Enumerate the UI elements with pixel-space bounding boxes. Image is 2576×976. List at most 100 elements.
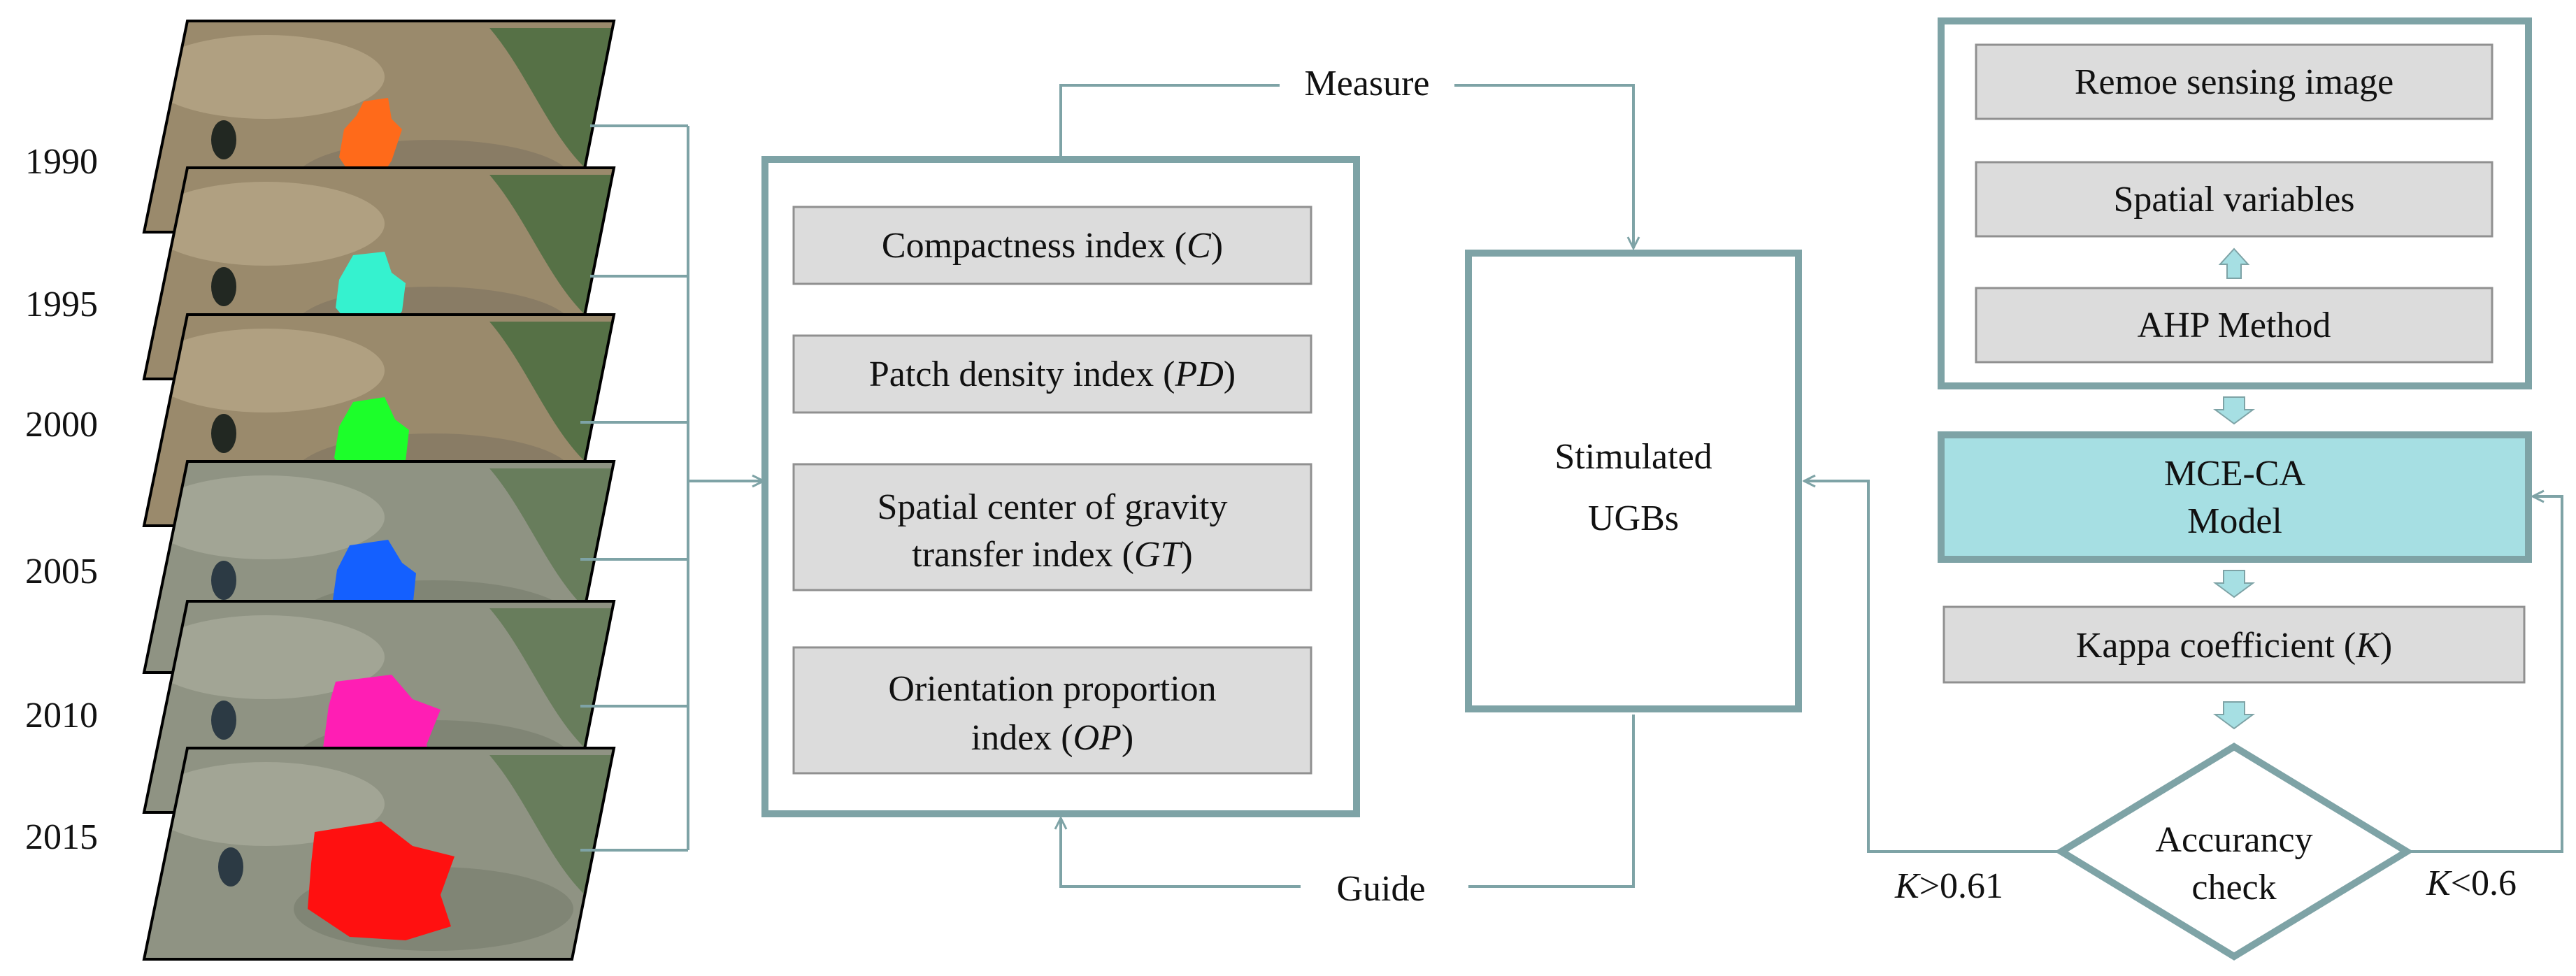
urban-patch-1990 [339,98,402,182]
terrain-patch [147,182,385,266]
compactness-index-label: Compactness index (C) [882,226,1223,266]
dark-pond [211,561,236,600]
accuracy-check-line1: Accurancy [2155,820,2312,860]
year-label-1995: 1995 [25,285,98,324]
vegetation-strip [489,175,614,329]
measure-label: Measure [1304,64,1429,103]
spatial-variables-label: Spatial variables [2113,180,2354,220]
gravity-transfer-index-tail: ) [1180,535,1192,575]
condition-pass-label: K>0.61 [1894,866,2003,906]
year-label-2000: 2000 [25,405,98,445]
down-arrow-icon [2212,570,2256,598]
terrain-patch [147,762,385,846]
dark-pond [218,847,243,887]
vegetation-strip [489,322,614,475]
remote-sensing-image-box [1975,43,2493,120]
stimulated-ugbs-line2: UGBs [1588,498,1679,538]
accuracy-check-line2: check [2191,868,2276,907]
satellite-image-2015 [142,747,616,961]
accuracy-check-diamond [2054,742,2414,961]
input-data-block: Remoe sensing image Spatial variables AH… [1938,17,2532,389]
remote-sensing-image-label: Remoe sensing image [2075,62,2393,102]
year-labels: 1990 1995 2000 2005 2010 2015 [25,142,98,857]
accuracy-check-block: Accurancy check [2054,742,2414,961]
orientation-proportion-index-line1: Orientation proportion [888,669,1216,709]
terrain-patch [147,35,385,119]
orientation-proportion-index-box [792,646,1312,775]
mce-ca-model-box [1938,431,2532,563]
gravity-transfer-index-var: GT [1134,535,1183,575]
patch-density-index-var: PD [1174,354,1223,394]
arrow-pass-to-ugbs [1804,481,2061,853]
indices-block: Compactness index (C) Patch density inde… [761,156,1360,817]
dark-pond [211,120,236,159]
year-label-2015: 2015 [25,817,98,857]
mce-ca-model-line1: MCE-CA [2164,454,2306,494]
dark-pond [211,701,236,740]
image-bracket-connector [580,124,764,852]
kappa-coefficient-block: Kappa coefficient (K) [1942,605,2526,684]
orientation-proportion-index-text: index ( [971,718,1073,758]
year-label-2005: 2005 [25,552,98,591]
orientation-proportion-index-var: OP [1073,718,1122,758]
measure-loop [1059,84,1633,248]
gravity-transfer-index-line2: transfer index (GT) [912,535,1192,575]
patch-density-index-text: Patch density index ( [869,354,1175,394]
orientation-proportion-index-line2: index (OP) [971,718,1134,758]
kappa-coefficient-var: K [2355,626,2382,666]
ahp-method-box [1975,287,2493,364]
year-label-1990: 1990 [25,142,98,182]
arrow-measure-to-ugbs [1454,84,1633,248]
arrow-fail-to-model [2407,496,2563,853]
orientation-proportion-index-tail: ) [1122,718,1133,758]
condition-fail-var: K [2426,863,2452,903]
stimulated-ugbs-line1: Stimulated [1554,437,1712,477]
mce-ca-model-block: MCE-CA Model [1938,431,2532,563]
compactness-index-box [792,206,1312,285]
condition-pass-var: K [1894,866,1921,906]
kappa-coefficient-box [1942,605,2526,684]
compactness-index-text: Compactness index ( [882,226,1187,266]
kappa-coefficient-tail: ) [2380,626,2392,666]
vegetation-strip [489,28,614,182]
down-arrow-icon [2212,396,2256,425]
satellite-image-stack [142,20,616,961]
condition-pass-text: >0.61 [1919,866,2003,906]
condition-fail-text: <0.6 [2451,863,2517,903]
vegetation-strip [489,608,614,762]
guide-label: Guide [1336,869,1425,909]
mce-ca-model-line2: Model [2187,501,2282,541]
up-arrow-icon [2218,247,2250,279]
urban-patch-2015 [308,821,455,940]
patch-density-index-tail: ) [1224,354,1236,394]
terrain-patch [147,475,385,559]
down-arrow-icon [2212,701,2256,730]
stimulated-ugbs-frame [1465,250,1802,712]
gravity-transfer-index-box [792,463,1312,591]
dark-pond [211,414,236,453]
compactness-index-tail: ) [1211,226,1223,266]
spatial-variables-box [1975,161,2493,238]
patch-density-index-box [792,334,1312,414]
kappa-coefficient-text: Kappa coefficient ( [2076,626,2356,666]
stimulated-ugbs-block: Stimulated UGBs [1465,250,1802,712]
feedback-connectors [1804,481,2563,853]
year-label-2010: 2010 [25,696,98,735]
gravity-transfer-index-line1: Spatial center of gravity [877,487,1227,527]
urban-patch-1995 [336,252,406,329]
dark-pond [211,267,236,306]
patch-density-index-label: Patch density index (PD) [869,354,1236,394]
vegetation-strip [489,468,614,622]
arrow-guide-to-indices [1061,818,1301,888]
condition-fail-label: K<0.6 [2426,863,2517,903]
terrain-patch [147,615,385,699]
vegetation-strip [489,755,614,909]
gravity-transfer-index-text: transfer index ( [912,535,1134,575]
image-frame [142,747,616,961]
ahp-method-label: AHP Method [2138,306,2331,345]
terrain-patch [147,329,385,412]
compactness-index-var: C [1187,226,1212,266]
kappa-coefficient-label: Kappa coefficient (K) [2076,626,2392,666]
guide-loop [1061,715,1635,888]
